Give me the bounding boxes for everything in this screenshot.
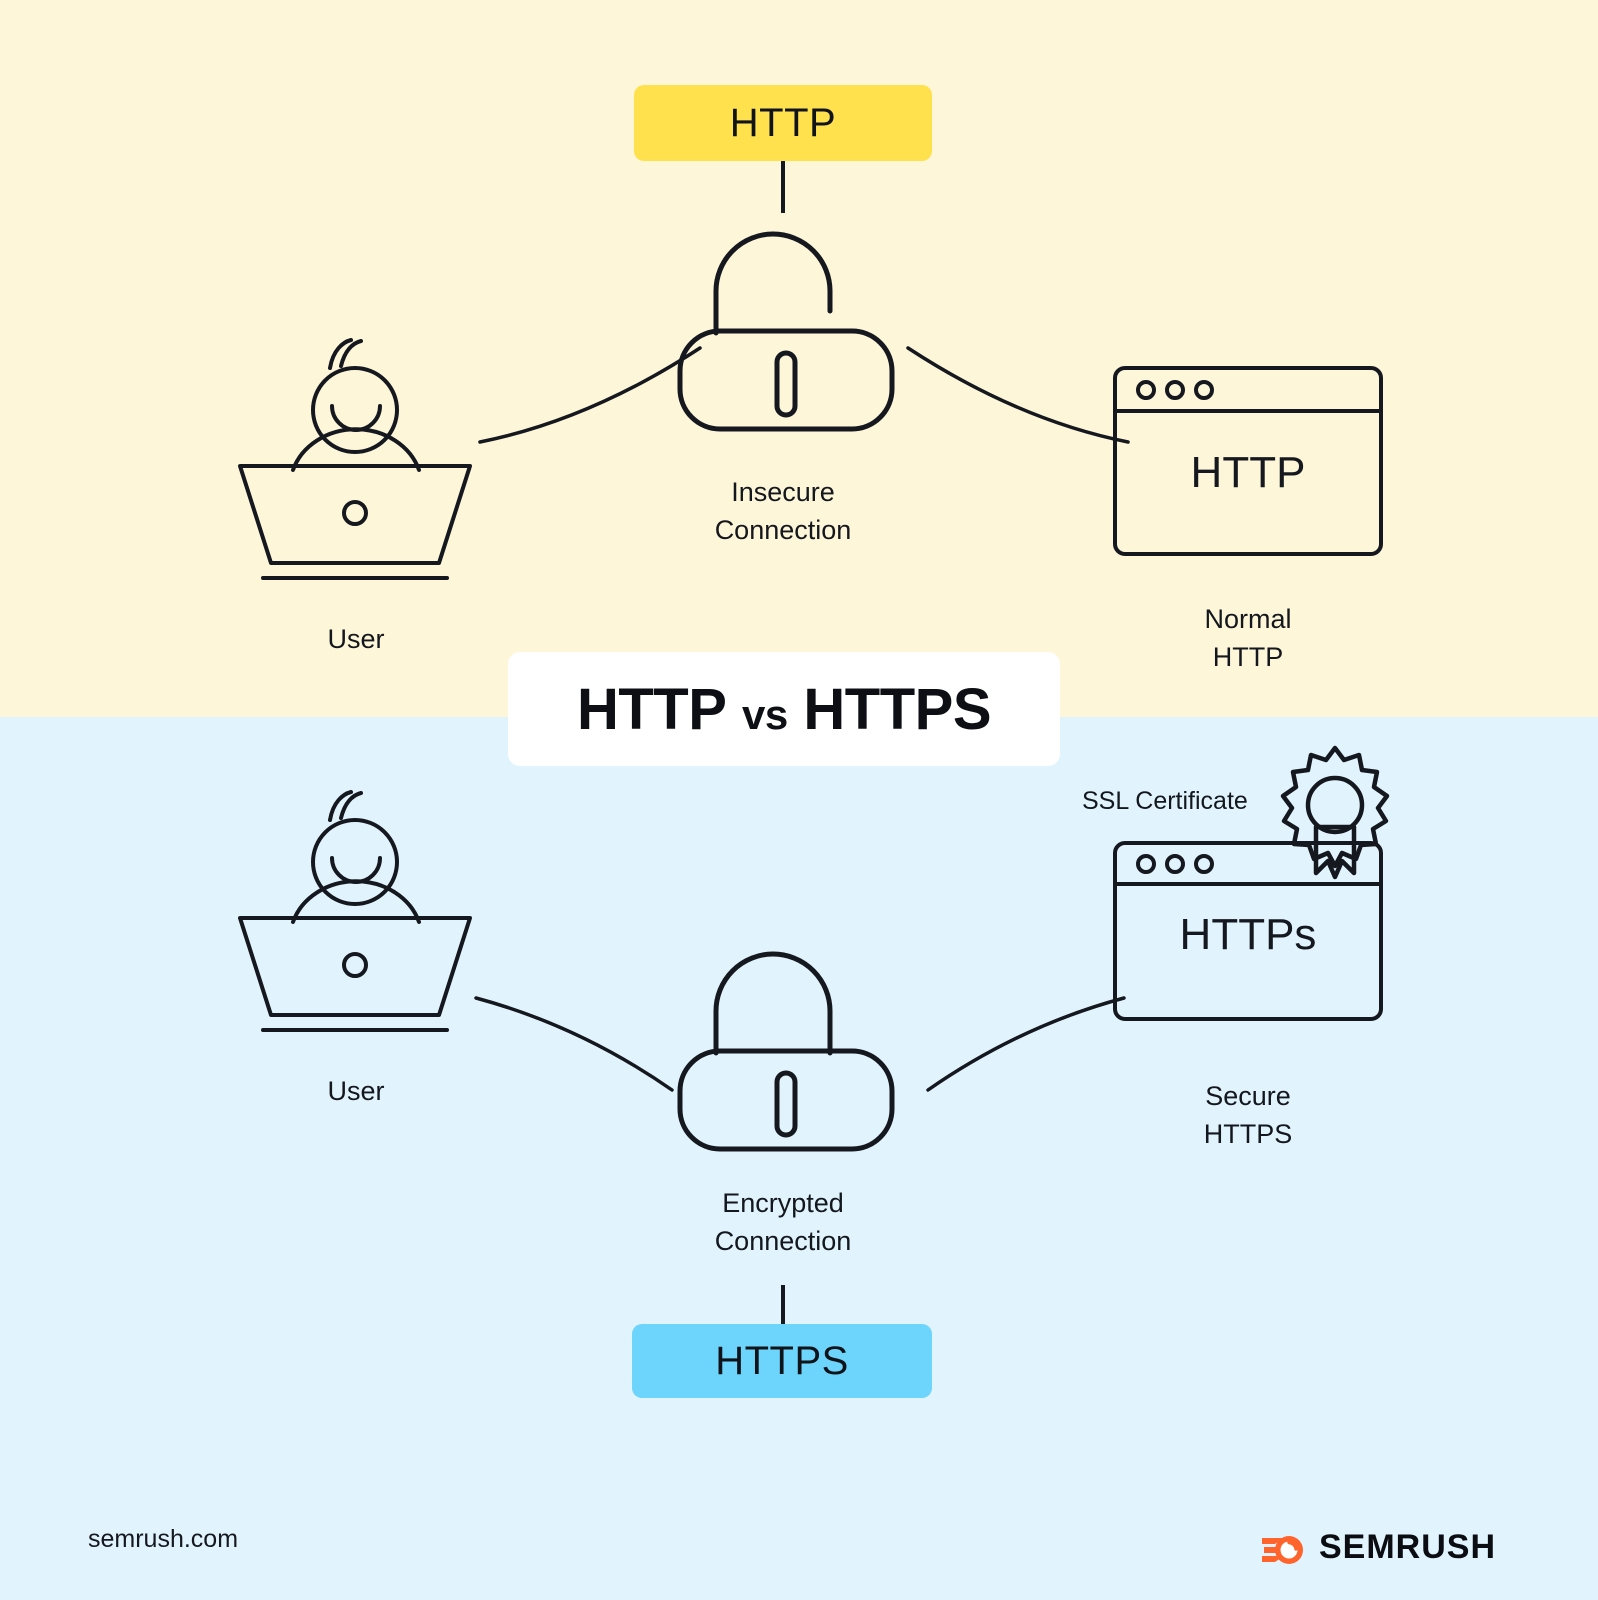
page-title: HTTP vs HTTPS (576, 676, 992, 743)
person-at-laptop-icon (238, 338, 472, 580)
connector-arc-lock-to-browser-bottom (926, 996, 1126, 1092)
user-label-bottom: User (327, 1076, 385, 1106)
open-padlock-icon (677, 231, 895, 432)
encrypted-connection-label: Encrypted Connection (714, 1188, 852, 1257)
footer-website-url[interactable]: semrush.com (88, 1525, 239, 1553)
browser-window-icon (1113, 366, 1383, 556)
semrush-wordmark: SEMRUSH (1319, 1528, 1497, 1566)
https-protocol-badge[interactable]: HTTPS (632, 1324, 932, 1398)
user-label-top: User (327, 624, 385, 654)
title-vs: vs (742, 690, 788, 738)
http-protocol-badge[interactable]: HTTP (634, 85, 932, 161)
ssl-certificate-label: SSL Certificate (1082, 787, 1248, 815)
browser-content-label-top: HTTP (1190, 448, 1306, 497)
connector-arc-user-to-lock-top (478, 346, 702, 444)
closed-padlock-icon (677, 951, 895, 1152)
https-badge-connector-line (781, 1285, 785, 1327)
normal-http-caption: Normal HTTP (1204, 604, 1292, 673)
semrush-logo[interactable]: SEMRUSH (1262, 1528, 1496, 1567)
browser-content-label-bottom: HTTPs (1179, 910, 1317, 959)
person-at-laptop-icon (238, 790, 472, 1032)
connector-arc-lock-to-browser-top (906, 346, 1130, 444)
insecure-connection-label: Insecure Connection (714, 477, 852, 546)
connector-arc-user-to-lock-bottom (474, 996, 674, 1092)
award-rosette-icon (1280, 745, 1390, 880)
page-title-card: HTTP vs HTTPS (508, 652, 1060, 766)
http-badge-connector-line (781, 161, 785, 213)
secure-https-caption: Secure HTTPS (1203, 1081, 1293, 1150)
title-part-https: HTTPS (803, 676, 992, 742)
browser-window-icon (1113, 841, 1383, 1021)
title-part-http: HTTP (576, 676, 727, 742)
semrush-comet-logo-icon (1262, 1535, 1303, 1564)
